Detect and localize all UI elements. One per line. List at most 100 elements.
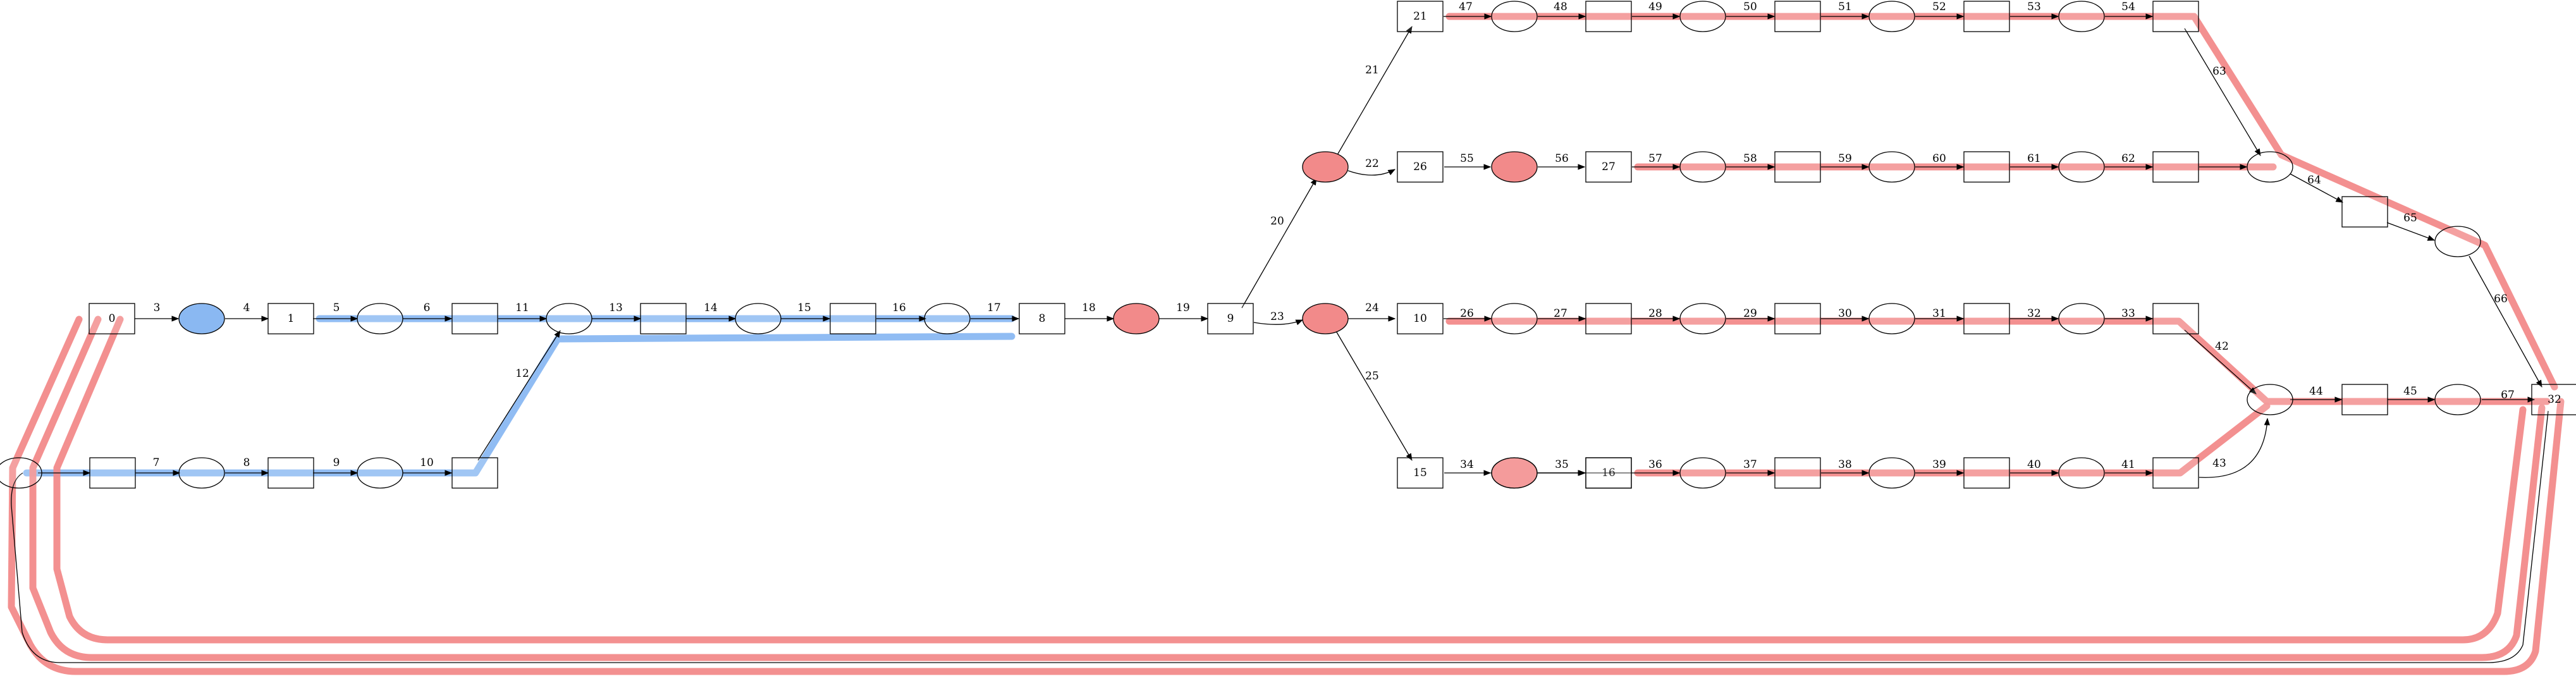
edge-label-19: 19 [1176,302,1190,314]
edge-label-24: 24 [1365,302,1379,314]
node-shape-m5 [2058,151,2105,183]
node-shape-bL3 [267,457,314,489]
node-shape-eL [0,457,42,489]
node-shape-n21 [1397,1,1444,32]
node-shape-t8 [2152,1,2199,32]
edge-label-55: 55 [1460,152,1474,165]
edge-label-53: 53 [2027,1,2041,13]
node-label-n0: 0 [109,312,116,325]
node-shape-n1 [267,303,314,334]
node-label-n21: 21 [1413,10,1427,23]
node-label-n15: 15 [1413,467,1427,479]
node-shape-t5 [1868,1,1915,32]
node-m3 [1868,151,1915,183]
node-m5 [2058,151,2105,183]
node-e3 [546,303,592,334]
node-r1 [1491,303,1538,334]
node-n27: 27 [1585,151,1632,183]
node-n26: 26 [1397,151,1444,183]
edge-label-21: 21 [1365,64,1379,77]
node-shape-n27 [1585,151,1632,183]
node-shape-n0 [89,303,135,334]
edge-23 [1253,319,1304,326]
edge-42 [2184,329,2257,395]
node-shape-er4 [1491,151,1538,183]
node-shape-er1 [1113,303,1160,334]
node-r5 [1868,303,1915,334]
edge-label-51: 51 [1838,1,1852,13]
node-shape-t7 [2058,1,2105,32]
node-n8: 8 [1019,303,1065,334]
node-r4 [1774,303,1821,334]
node-t3 [1679,1,1726,32]
node-e5 [924,303,971,334]
node-nb1 [178,303,225,334]
node-label-n1: 1 [288,312,295,325]
edge-label-42: 42 [2215,340,2229,353]
edge-label-14: 14 [704,302,718,314]
node-m2 [1774,151,1821,183]
edge-label-64: 64 [2307,174,2321,187]
node-shape-t1 [1491,1,1538,32]
node-shape-n9 [1207,303,1254,334]
node-j3 [2434,226,2481,257]
edge-label-62: 62 [2121,152,2135,165]
row-arrows [1444,13,2248,476]
node-shape-r4 [1774,303,1821,334]
node-m4 [1963,151,2010,183]
node-k1 [2247,384,2293,415]
node-t2 [1585,1,1632,32]
edge-12 [477,330,561,461]
red-path-third-row [1445,317,2551,405]
edge-20 [1241,177,1317,309]
node-r6 [1963,303,2010,334]
node-e2 [357,303,403,334]
edge-label-18: 18 [1082,302,1096,314]
edge-label-60: 60 [1932,152,1946,165]
edge-43 [2199,417,2271,478]
node-s6 [1963,457,2010,489]
edge-label-7: 7 [153,456,160,469]
node-label-n10: 10 [1413,312,1427,325]
edge-label-8: 8 [243,456,250,469]
node-n16: 16 [1585,457,1632,489]
edge-label-12: 12 [515,367,529,380]
node-shape-e5 [924,303,971,334]
edge-label-49: 49 [1648,1,1662,13]
edge-21 [1335,25,1413,159]
edge-label-10: 10 [420,456,434,469]
edge-label-52: 52 [1932,1,1946,13]
node-shape-nb1 [178,303,225,334]
node-er2 [1302,303,1349,334]
node-t5 [1868,1,1915,32]
node-b2 [451,303,498,334]
blue-path-lower [23,333,1015,477]
node-er3 [1302,151,1349,183]
node-label-n9: 9 [1227,312,1234,325]
node-s1 [1491,457,1538,489]
node-s8 [2152,457,2199,489]
edge-label-56: 56 [1555,152,1569,165]
edge-22 [1347,169,1396,176]
node-s2 [1585,457,1632,489]
node-shape-s7 [2058,457,2105,489]
node-s3 [1679,457,1726,489]
edge-63 [2184,28,2261,157]
node-bL1 [89,457,136,489]
node-shape-r1 [1491,303,1538,334]
node-shape-j1 [2247,151,2293,183]
node-j1 [2247,151,2293,183]
node-t1 [1491,1,1538,32]
highlight-paths [8,13,2565,675]
node-r3 [1679,303,1726,334]
node-shape-k2 [2341,384,2388,415]
node-t7 [2058,1,2105,32]
edge-label-26: 26 [1460,307,1474,320]
edge-label-35: 35 [1555,458,1569,471]
edge-label-27: 27 [1554,307,1567,320]
red-loop-inner [53,315,2527,644]
edge-label-54: 54 [2121,1,2135,13]
node-shape-e4 [735,303,782,334]
